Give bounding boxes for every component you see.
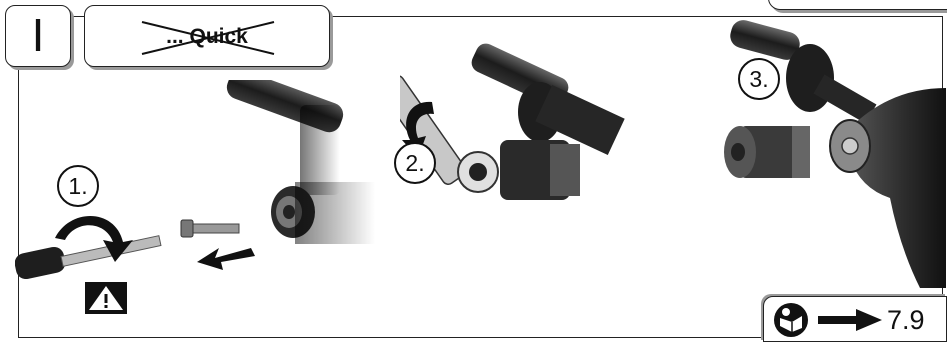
step3-illustration [700,18,946,298]
side-handle [223,80,346,195]
adjacent-panel-tab [768,0,947,10]
step-number-3: 3. [738,58,780,100]
side-handle [468,40,624,155]
warning-triangle-icon [85,282,127,314]
removed-chuck [724,126,810,178]
chuck-screw [181,220,239,237]
drill-body [830,88,946,288]
cross-out-icon [140,20,276,56]
step2-illustration [400,40,700,255]
manual-reference: 7.9 [763,296,947,342]
section-numeral: I [6,8,70,62]
arrow-right-icon [818,309,882,331]
feature-tab: ... Quick [84,5,330,67]
step-number-1: 1. [57,165,99,207]
arrow-left-icon [197,248,255,270]
screwdriver [15,236,161,281]
section-numeral-tab: I [5,5,71,67]
read-manual-icon [772,302,810,338]
reference-section-number: 7.9 [887,305,925,335]
drill-chuck [500,140,580,200]
step-number-2: 2. [394,142,436,184]
drill-chuck [271,182,375,244]
